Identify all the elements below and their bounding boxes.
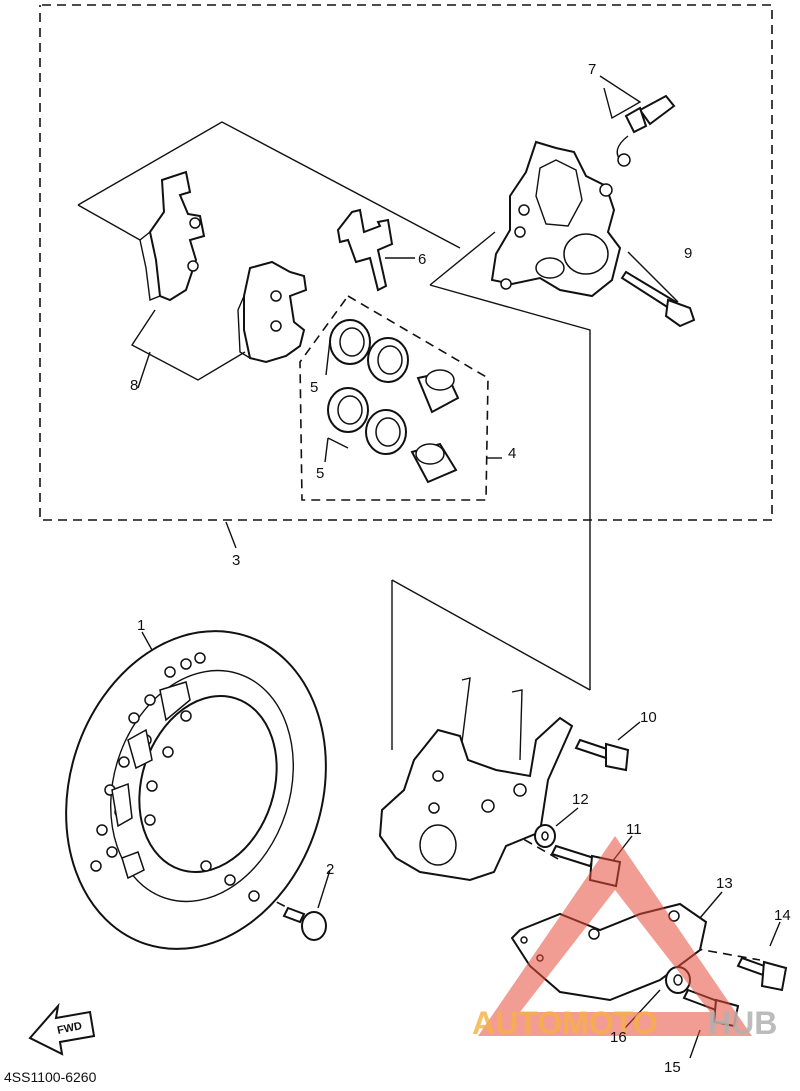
callout-4: 4 [508, 445, 516, 462]
caliper-body [490, 140, 622, 298]
fwd-arrow-icon: FWD [28, 1002, 96, 1056]
disc-hole [96, 824, 108, 836]
callout-16: 16 [610, 1029, 627, 1046]
disc-hole [144, 694, 156, 706]
disc-hole [200, 860, 212, 872]
disc-hole [164, 666, 176, 678]
callout-8: 8 [130, 377, 138, 394]
callout-5b: 5 [316, 465, 324, 482]
watermark-triangle-icon [478, 836, 752, 1036]
brake-pad-right [237, 260, 308, 364]
bolt-10 [574, 738, 630, 772]
callout-2: 2 [326, 861, 334, 878]
seal-kit-box [299, 294, 502, 501]
disc-hole [248, 890, 260, 902]
callout-14: 14 [774, 907, 791, 924]
disc-hole [146, 780, 158, 792]
disc-hole [224, 874, 236, 886]
disc-hole [180, 710, 192, 722]
bolt-14 [736, 956, 788, 992]
callout-5a: 5 [310, 379, 318, 396]
bleed-screw [616, 94, 676, 167]
disc-hole [180, 658, 192, 670]
callout-13: 13 [716, 875, 733, 892]
disc-hole [194, 652, 206, 664]
watermark: AUTOMOTO HUB [472, 836, 777, 1041]
drawing-code: 4SS1100-6260 [4, 1069, 97, 1085]
watermark-text-hub: HUB [708, 1005, 777, 1041]
callout-3: 3 [232, 552, 240, 569]
disc-hole [162, 746, 174, 758]
seals-and-pistons [327, 319, 460, 484]
brake-disc [65, 630, 327, 950]
disc-hole [106, 846, 118, 858]
callout-labels: 1 2 3 4 5 5 6 7 8 9 10 11 12 13 14 15 16 [130, 61, 791, 1076]
callout-9: 9 [684, 245, 692, 262]
disc-hole [90, 860, 102, 872]
callout-15: 15 [664, 1059, 681, 1076]
callout-7: 7 [588, 61, 596, 78]
fwd-label: FWD [56, 1020, 83, 1037]
pad-spring [336, 208, 394, 292]
disc-hole [118, 756, 130, 768]
callout-1: 1 [137, 617, 145, 634]
caliper-assembly-box [39, 4, 773, 549]
callout-10: 10 [640, 709, 657, 726]
callout-6: 6 [418, 251, 426, 268]
washer-12 [534, 824, 556, 848]
watermark-text-automoto: AUTOMOTO [472, 1005, 657, 1041]
disc-bolt [282, 906, 327, 941]
fork-leg [378, 677, 574, 882]
caliper-pin [620, 270, 696, 328]
disc-hole [144, 814, 156, 826]
callout-12: 12 [572, 791, 589, 808]
disc-hole [128, 712, 140, 724]
brake-pad-left [139, 170, 206, 302]
callout-11: 11 [626, 821, 642, 838]
